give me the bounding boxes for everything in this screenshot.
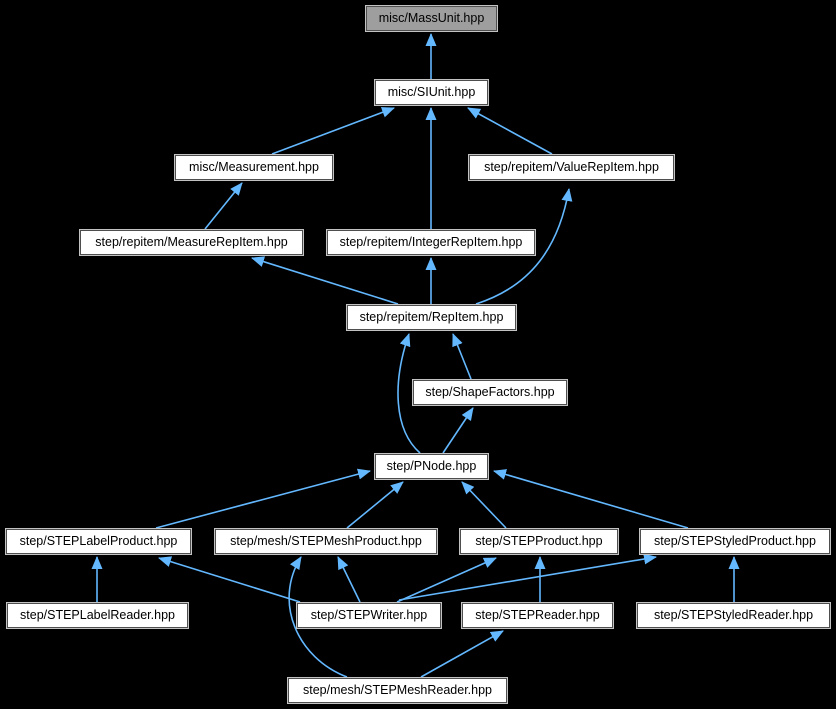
edge-rep-item-to-measure-rep-item: [251, 256, 399, 305]
edge-measure-rep-item-to-measurement: [204, 182, 243, 230]
node-rep-item[interactable]: step/repitem/RepItem.hpp: [347, 305, 516, 330]
edge-step-writer-to-step-mesh-product: [337, 556, 361, 603]
edge-shape-factors-to-rep-item: [452, 333, 472, 380]
node-step-writer[interactable]: step/STEPWriter.hpp: [297, 603, 441, 628]
edge-step-writer-to-step-label-product: [158, 556, 301, 603]
node-step-reader[interactable]: step/STEPReader.hpp: [462, 603, 613, 628]
edge-measurement-to-si-unit: [271, 107, 395, 155]
node-step-mesh-product[interactable]: step/mesh/STEPMeshProduct.hpp: [215, 529, 437, 554]
node-measure-rep-item[interactable]: step/repitem/MeasureRepItem.hpp: [80, 230, 303, 255]
edge-step-styled-product-to-pnode: [493, 469, 689, 529]
edge-step-mesh-product-to-pnode: [346, 481, 404, 529]
edge-pnode-to-shape-factors: [442, 407, 474, 454]
node-step-product[interactable]: step/STEPProduct.hpp: [460, 529, 618, 554]
edge-step-label-product-to-pnode: [155, 468, 371, 529]
node-shape-factors[interactable]: step/ShapeFactors.hpp: [413, 380, 567, 405]
node-mass-unit: misc/MassUnit.hpp: [366, 6, 497, 31]
node-step-styled-product[interactable]: step/STEPStyledProduct.hpp: [640, 529, 830, 554]
node-integer-rep-item[interactable]: step/repitem/IntegerRepItem.hpp: [327, 230, 535, 255]
node-step-styled-reader[interactable]: step/STEPStyledReader.hpp: [637, 603, 830, 628]
node-step-mesh-reader[interactable]: step/mesh/STEPMeshReader.hpp: [288, 678, 507, 703]
edge-step-writer-to-step-styled-product: [398, 553, 657, 601]
edge-pnode-to-rep-item: [397, 333, 421, 454]
edge-step-writer-to-step-product: [396, 557, 497, 603]
edge-value-rep-item-to-si-unit: [467, 107, 553, 155]
node-measurement[interactable]: misc/Measurement.hpp: [175, 155, 333, 180]
edge-step-product-to-pnode: [461, 481, 507, 529]
node-si-unit[interactable]: misc/SIUnit.hpp: [375, 80, 488, 105]
edge-step-mesh-reader-to-step-reader: [420, 630, 504, 678]
node-step-label-reader[interactable]: step/STEPLabelReader.hpp: [7, 603, 188, 628]
node-step-label-product[interactable]: step/STEPLabelProduct.hpp: [6, 529, 191, 554]
node-value-rep-item[interactable]: step/repitem/ValueRepItem.hpp: [469, 155, 674, 180]
edge-step-mesh-reader-to-step-mesh-product: [288, 556, 348, 678]
node-pnode[interactable]: step/PNode.hpp: [375, 454, 488, 479]
edge-rep-item-to-value-rep-item: [475, 188, 573, 305]
